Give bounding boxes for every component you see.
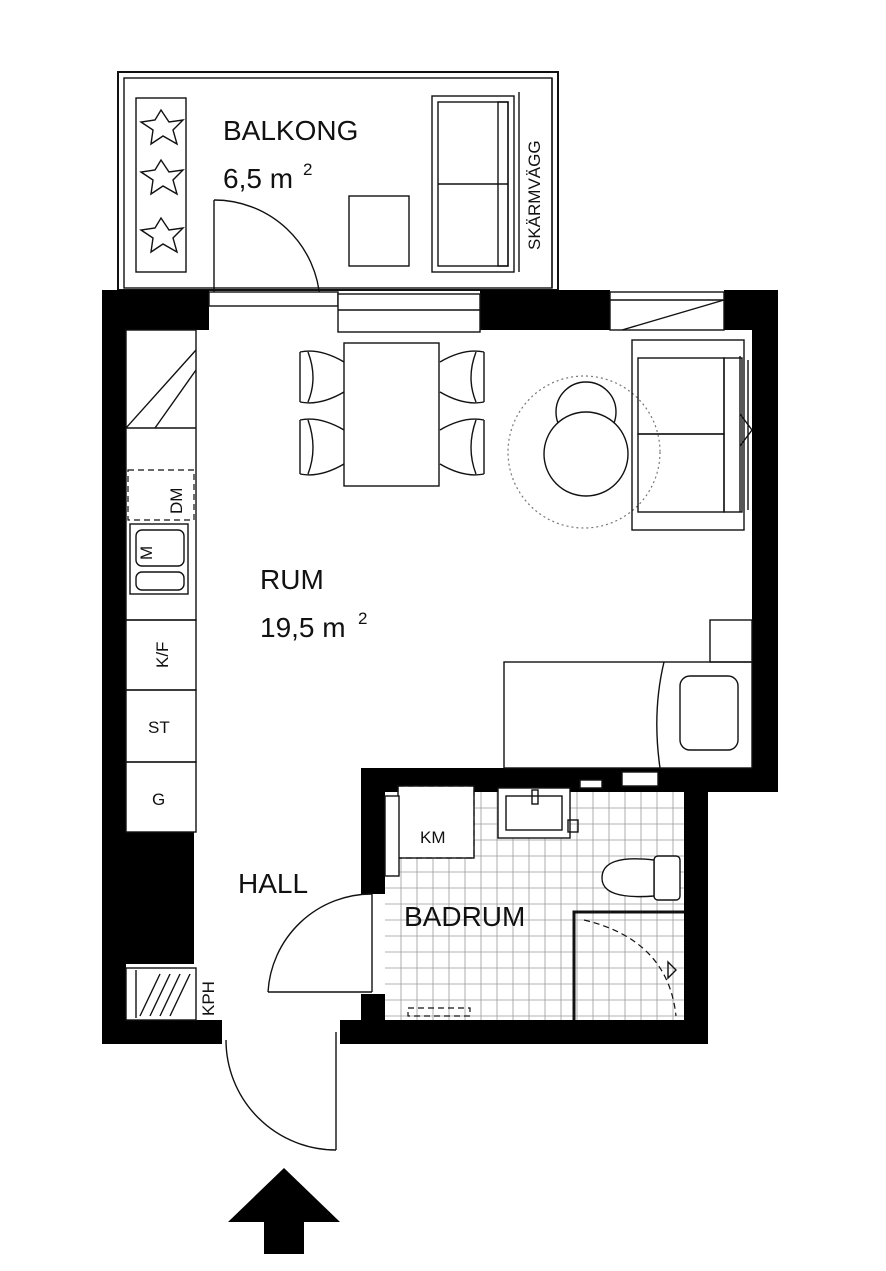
balcony-table xyxy=(348,195,410,267)
washer-label: KM xyxy=(420,828,446,847)
microwave-label: M xyxy=(137,546,156,560)
planter xyxy=(135,97,187,273)
living-name: RUM xyxy=(260,564,324,595)
balcony-sofa xyxy=(431,95,515,273)
entrance-door xyxy=(225,1032,337,1151)
living-area: 19,5 m xyxy=(260,612,346,643)
shower xyxy=(572,910,684,1020)
bath-name: BADRUM xyxy=(404,901,525,932)
balcony-door xyxy=(213,199,321,301)
wardrobe-label: G xyxy=(152,790,165,809)
wardrobe xyxy=(125,761,197,833)
screen-wall-label: SKÄRMVÄGG xyxy=(525,140,544,250)
bathroom: KM BADRUM xyxy=(384,771,684,1020)
lounge xyxy=(507,339,753,531)
balcony-area-exp: 2 xyxy=(303,160,312,179)
washing-machine xyxy=(397,785,475,859)
dishwasher-label: DM xyxy=(167,488,186,514)
kitchen: DM M K/F ST G xyxy=(125,329,197,833)
dining-set xyxy=(299,342,485,487)
bed xyxy=(503,619,753,769)
balcony: SKÄRMVÄGG BALKONG 6,5 m 2 xyxy=(117,71,559,301)
coat-closet-label: KPH xyxy=(199,981,218,1016)
windows xyxy=(208,291,725,333)
bathroom-door xyxy=(267,893,373,993)
balcony-area: 6,5 m xyxy=(223,163,293,194)
oven-label: ST xyxy=(148,718,170,737)
hall-name: HALL xyxy=(238,868,308,899)
sink xyxy=(497,787,579,839)
fridge-freezer-label: K/F xyxy=(153,642,172,668)
toilet xyxy=(601,855,681,901)
walls xyxy=(102,290,778,1044)
balcony-name: BALKONG xyxy=(223,115,358,146)
dishwasher xyxy=(127,469,195,521)
coat-closet: KPH xyxy=(125,967,218,1021)
nightstand xyxy=(709,619,753,663)
arrow-up-icon xyxy=(228,1168,340,1254)
living-area-exp: 2 xyxy=(358,609,367,628)
